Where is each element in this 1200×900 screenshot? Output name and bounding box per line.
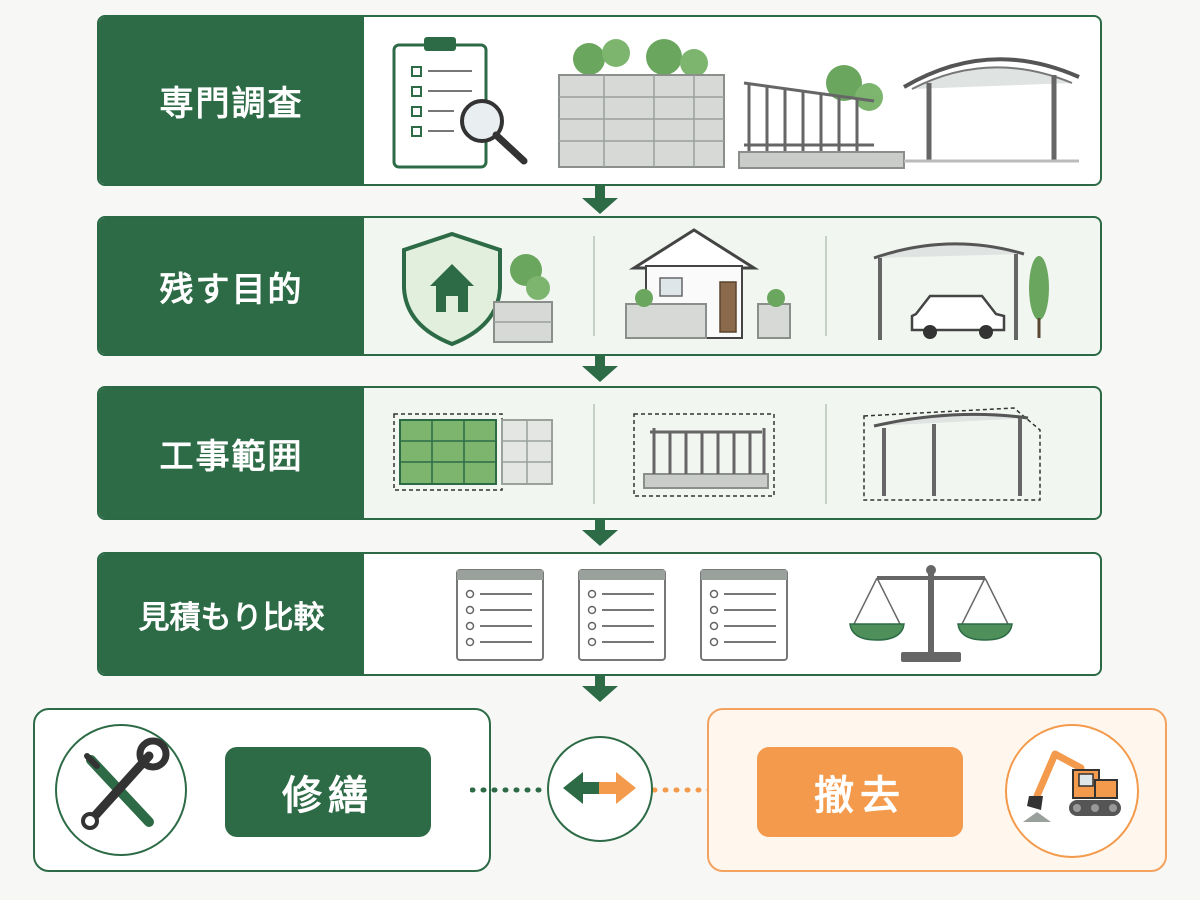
block-wall-icon	[558, 39, 725, 168]
down-arrow-icon	[582, 354, 618, 382]
down-arrow-icon	[582, 186, 618, 214]
double-arrow-icon	[563, 772, 636, 804]
document-list-icon	[456, 569, 544, 661]
remove-label: 撤去	[757, 747, 963, 837]
step-illustrations	[364, 554, 1100, 674]
step-scope: 工事範囲	[97, 386, 1102, 520]
grid-area-icon	[393, 413, 553, 491]
excavator-icon	[1023, 750, 1121, 822]
option-repair: 修繕	[33, 708, 491, 872]
step-illustrations	[364, 218, 1100, 354]
step-investigation: 専門調査	[97, 15, 1102, 186]
step-illustrations	[364, 388, 1100, 518]
shield-house-icon	[402, 231, 553, 347]
fence-icon	[633, 413, 775, 497]
carport-icon	[863, 407, 1041, 501]
house-icon	[625, 228, 791, 339]
car-icon	[873, 242, 1049, 340]
option-remove: 撤去	[707, 708, 1167, 872]
step-label: 工事範囲	[99, 388, 364, 518]
fence-icon	[738, 65, 905, 169]
down-arrow-icon	[582, 674, 618, 702]
step-illustrations	[364, 17, 1100, 184]
step-purpose: 残す目的	[97, 216, 1102, 356]
excavator-circle	[1005, 724, 1139, 858]
down-arrow-icon	[582, 518, 618, 546]
carport-icon	[902, 57, 1080, 163]
repair-label: 修繕	[225, 747, 431, 837]
document-list-icon	[700, 569, 788, 661]
step-estimate: 見積もり比較	[97, 552, 1102, 676]
step-label: 専門調査	[99, 17, 364, 184]
tools-circle	[55, 724, 187, 856]
balance-scale-icon	[849, 565, 1013, 662]
compare-circle	[547, 736, 653, 842]
tools-icon	[81, 737, 170, 830]
magnifier-icon	[460, 99, 528, 165]
step-label: 見積もり比較	[99, 554, 364, 674]
connector-left	[470, 787, 550, 793]
document-list-icon	[578, 569, 666, 661]
step-label: 残す目的	[99, 218, 364, 354]
